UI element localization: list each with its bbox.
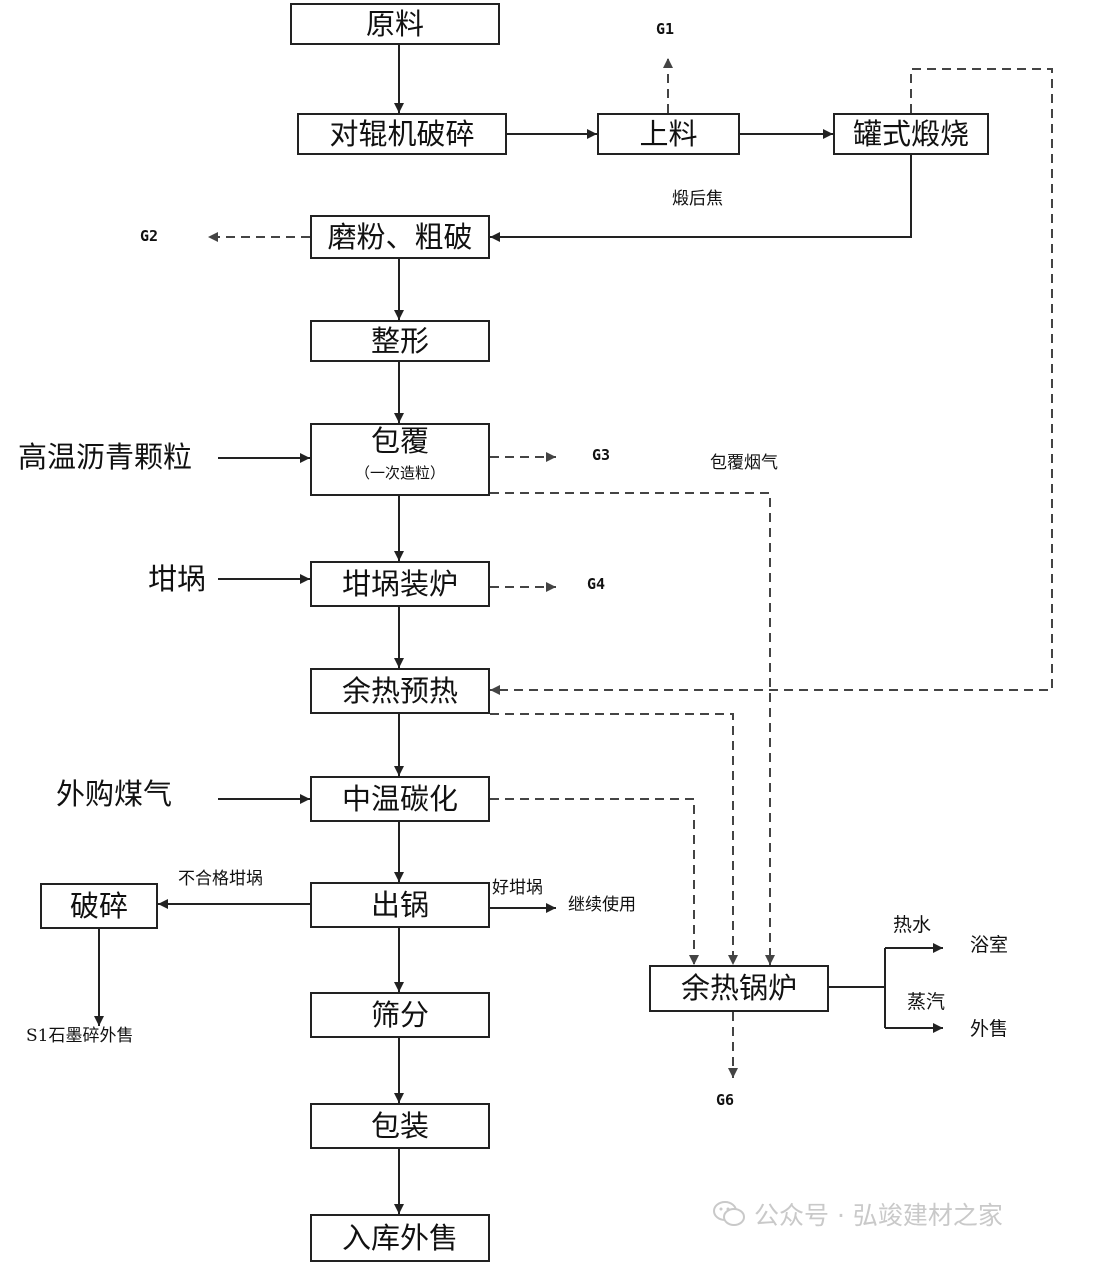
label-s1: S1石墨碎外售 (26, 1026, 134, 1046)
label-good-crucible: 好坩埚 (492, 878, 543, 898)
label-hot-water: 热水 (893, 914, 932, 936)
box-crush: 对辊机破碎 (297, 113, 507, 155)
emission-g4: G4 (587, 575, 606, 593)
box-discharge: 出锅 (310, 882, 490, 928)
label-bad-crucible: 不合格坩埚 (178, 869, 263, 889)
label-steam: 蒸汽 (907, 991, 946, 1013)
label-sale: 外售 (970, 1018, 1009, 1040)
box-mill: 磨粉、粗破 (310, 215, 490, 259)
box-shape: 整形 (310, 320, 490, 362)
box-load: 坩埚装炉 (310, 561, 490, 607)
box-feed-label: 上料 (639, 116, 698, 151)
box-coat-sublabel: （一次造粒） (354, 464, 445, 482)
emission-g6: G6 (716, 1091, 735, 1109)
emission-g2: G2 (140, 227, 159, 245)
input-crucible: 坩埚 (148, 562, 207, 596)
dashed-connector-32 (490, 798, 699, 965)
box-coat: 包覆 （一次造粒） (310, 423, 490, 496)
box-carbonize-label: 中温碳化 (341, 781, 458, 816)
box-crush-label: 对辊机破碎 (329, 116, 475, 151)
box-pack-label: 包装 (370, 1108, 429, 1143)
box-coat-label: 包覆 (370, 424, 429, 458)
watermark: 公众号 · 弘竣建材之家 (712, 1196, 1003, 1232)
dashed-connector-29 (490, 68, 1053, 695)
box-store-label: 入库外售 (341, 1220, 458, 1255)
label-coating-fume: 包覆烟气 (710, 453, 778, 473)
box-shape-label: 整形 (370, 323, 429, 358)
box-screen: 筛分 (310, 992, 490, 1038)
label-reuse: 继续使用 (568, 895, 636, 915)
input-gas: 外购煤气 (56, 777, 173, 811)
box-load-label: 坩埚装炉 (341, 566, 458, 601)
box-boiler-label: 余热锅炉 (680, 971, 797, 1005)
box-mill-label: 磨粉、粗破 (327, 219, 473, 254)
box-pack: 包装 (310, 1103, 490, 1149)
box-preheat-label: 余热预热 (341, 673, 458, 708)
emission-g1: G1 (656, 20, 675, 38)
dashed-connector-31 (490, 713, 738, 965)
box-raw: 原料 (290, 3, 500, 45)
box-store: 入库外售 (310, 1214, 490, 1262)
dashed-connector-30 (490, 492, 775, 965)
label-calcined-coke: 煅后焦 (672, 189, 723, 209)
solid-connector-13 (490, 155, 912, 242)
wechat-icon (713, 1201, 745, 1226)
box-calcine: 罐式煅烧 (833, 113, 989, 155)
emission-g3: G3 (592, 446, 611, 464)
box-calcine-label: 罐式煅烧 (852, 116, 969, 151)
box-screen-label: 筛分 (370, 997, 429, 1032)
watermark-text: 公众号 · 弘竣建材之家 (754, 1201, 1003, 1230)
box-discharge-label: 出锅 (370, 887, 429, 922)
input-pitch: 高温沥青颗粒 (18, 440, 193, 474)
box-break: 破碎 (40, 883, 158, 929)
box-carbonize: 中温碳化 (310, 776, 490, 822)
box-boiler: 余热锅炉 (649, 965, 829, 1012)
box-raw-label: 原料 (365, 6, 424, 41)
box-feed: 上料 (597, 113, 740, 155)
box-break-label: 破碎 (69, 888, 128, 923)
label-bathroom: 浴室 (970, 934, 1009, 956)
box-preheat: 余热预热 (310, 668, 490, 714)
